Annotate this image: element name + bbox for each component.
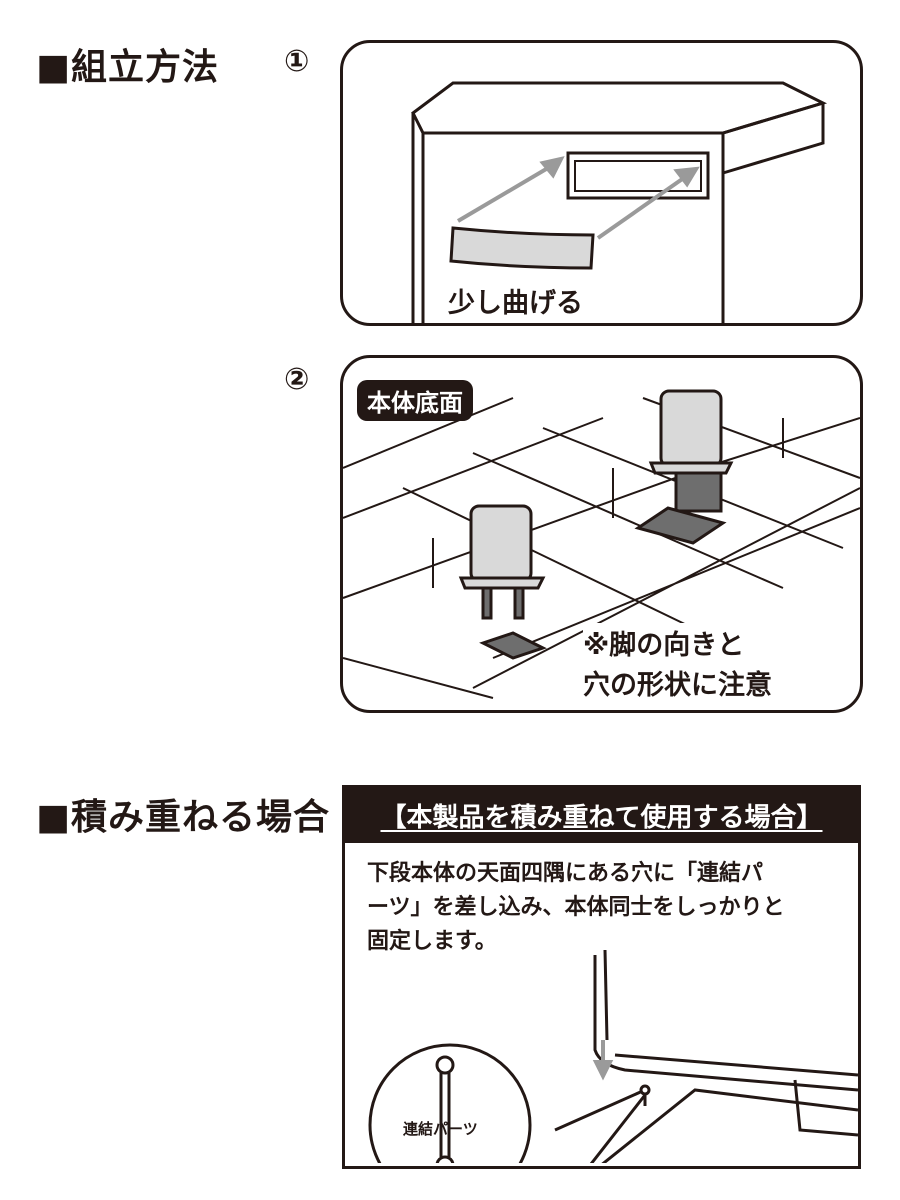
base-bottom-drawing xyxy=(343,389,860,699)
body-line-3: 固定します。 xyxy=(367,929,497,954)
connector-part-label: 連結パーツ xyxy=(403,1120,478,1138)
step2-illustration: 本体底面 ※脚の向きと 穴の形状に注意 xyxy=(340,355,863,713)
step1-caption: 少し曲げる xyxy=(448,288,583,319)
base-bottom-tag: 本体底面 xyxy=(357,380,473,421)
body-line-1: 下段本体の天面四隅にある穴に「連結パ xyxy=(367,861,764,886)
step1-illustration: 少し曲げる xyxy=(340,40,863,326)
assembly-heading: ■組立方法 xyxy=(36,47,220,88)
body-line-2: ーツ」を差し込み、本体同士をしっかりと xyxy=(367,895,785,920)
stacking-heading: ■積み重ねる場合 xyxy=(36,797,331,838)
stacking-drawing xyxy=(368,949,858,1163)
cabinet-drawing xyxy=(411,81,828,323)
stacking-box-header: 【本製品を積み重ねて使用する場合】 xyxy=(345,788,858,843)
step1-number: ① xyxy=(284,44,310,79)
step2-number: ② xyxy=(284,362,310,397)
stacking-box-title: 【本製品を積み重ねて使用する場合】 xyxy=(380,803,823,833)
note-line2: 穴の形状に注意 xyxy=(583,663,772,702)
note-line1: ※脚の向きと xyxy=(583,623,745,662)
stacking-box: 【本製品を積み重ねて使用する場合】 下段本体の天面四隅にある穴に「連結パ ーツ」… xyxy=(342,785,861,1169)
